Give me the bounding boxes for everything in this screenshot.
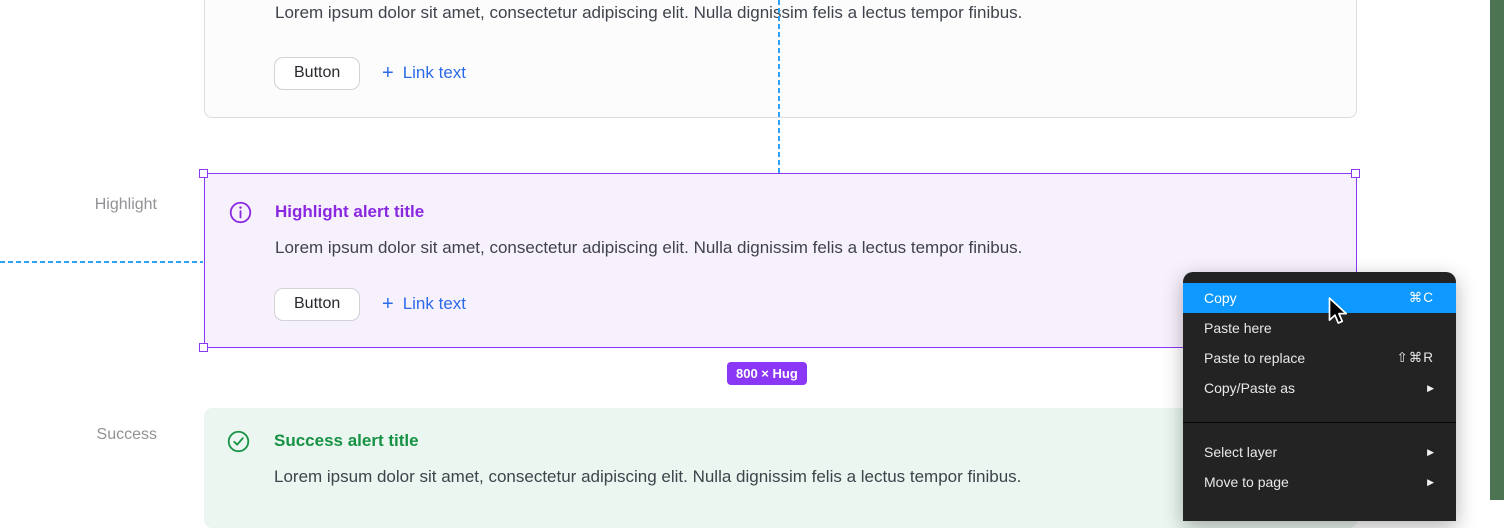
selection-handle-top-right[interactable] [1351, 169, 1360, 178]
alert-title: Highlight alert title [275, 202, 425, 221]
selection-size-badge: 800 × Hug [727, 362, 807, 385]
horizontal-measure-guide [0, 261, 203, 263]
alert-card-default[interactable]: Lorem ipsum dolor sit amet, consectetur … [204, 0, 1357, 118]
check-circle-icon [227, 430, 250, 453]
menu-item-label: Copy/Paste as [1204, 380, 1296, 396]
selection-handle-top-left[interactable] [199, 169, 208, 178]
menu-item-label: Copy [1204, 290, 1237, 306]
link-label: Link text [402, 63, 466, 82]
menu-item-label: Move to page [1204, 474, 1289, 490]
submenu-arrow-icon: ▶ [1427, 476, 1434, 487]
menu-separator [1183, 422, 1456, 423]
menu-item-label: Paste here [1204, 320, 1272, 336]
vertical-measure-guide [778, 0, 780, 173]
alert-body-text: Lorem ipsum dolor sit amet, consectetur … [275, 3, 1023, 22]
menu-item-label: Paste to replace [1204, 350, 1306, 366]
alert-button[interactable]: Button [274, 288, 361, 321]
submenu-arrow-icon: ▶ [1427, 446, 1434, 457]
alert-button[interactable]: Button [274, 57, 361, 90]
alert-card-highlight[interactable]: Highlight alert title Lorem ipsum dolor … [204, 173, 1357, 348]
context-menu: Copy ⌘C Paste here Paste to replace ⇧⌘R … [1183, 272, 1456, 521]
menu-item-paste-to-replace[interactable]: Paste to replace ⇧⌘R [1183, 343, 1456, 373]
menu-item-select-layer[interactable]: Select layer ▶ [1183, 437, 1456, 467]
alert-body-text: Lorem ipsum dolor sit amet, consectetur … [275, 238, 1023, 257]
alert-title: Success alert title [274, 431, 419, 450]
menu-item-paste-here[interactable]: Paste here [1183, 313, 1456, 343]
plus-icon: + [382, 62, 394, 84]
mouse-cursor-icon [1328, 297, 1348, 324]
menu-shortcut: ⇧⌘R [1396, 350, 1434, 365]
menu-item-move-to-page[interactable]: Move to page ▶ [1183, 467, 1456, 497]
link-label: Link text [402, 294, 466, 313]
info-icon [229, 201, 252, 224]
alert-body-text: Lorem ipsum dolor sit amet, consectetur … [274, 467, 1022, 486]
right-edge-panel-strip [1490, 0, 1504, 500]
section-label-highlight: Highlight [94, 196, 157, 213]
alert-link[interactable]: + Link text [382, 63, 466, 83]
menu-item-label: Select layer [1204, 444, 1278, 460]
menu-item-copy-paste-as[interactable]: Copy/Paste as ▶ [1183, 373, 1456, 403]
menu-shortcut: ⌘C [1408, 290, 1434, 305]
plus-icon: + [382, 293, 394, 315]
submenu-arrow-icon: ▶ [1427, 382, 1434, 393]
alert-link[interactable]: + Link text [382, 294, 466, 314]
selection-handle-bottom-left[interactable] [199, 343, 208, 352]
section-label-success: Success [96, 426, 157, 443]
menu-item-copy[interactable]: Copy ⌘C [1183, 283, 1456, 313]
